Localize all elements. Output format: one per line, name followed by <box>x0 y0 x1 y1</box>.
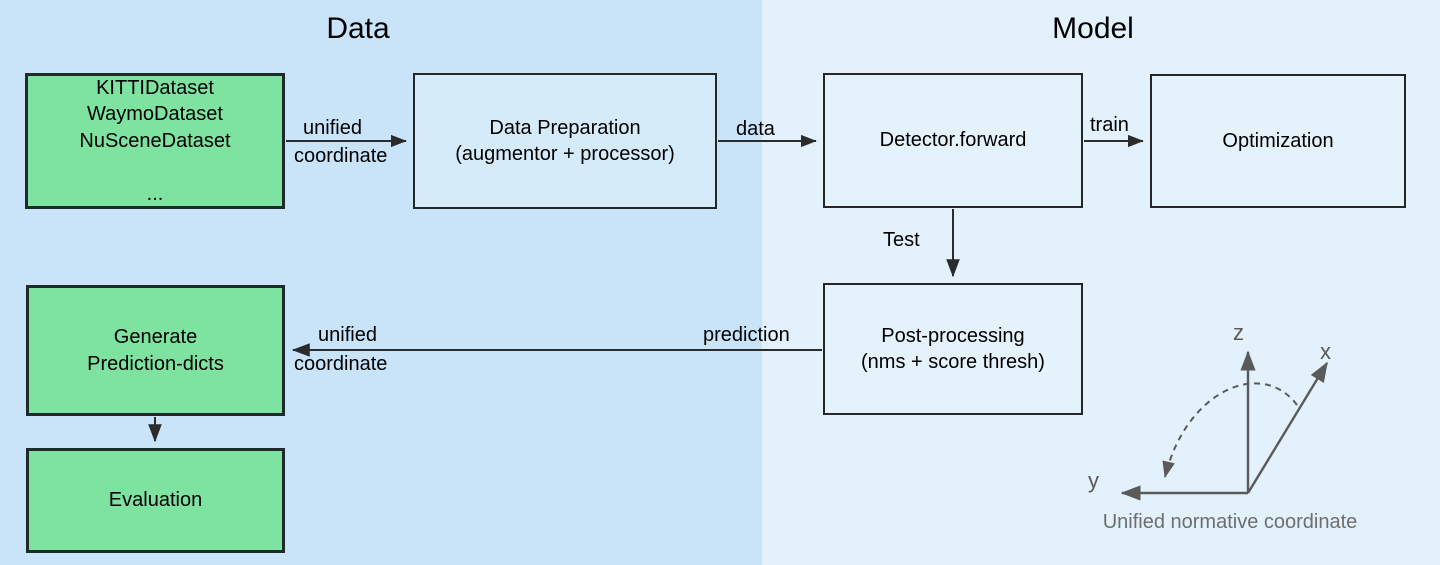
node-evaluation-label: Evaluation <box>108 489 203 512</box>
coordinate-frame-caption: Unified normative coordinate <box>1102 511 1358 533</box>
node-detector-forward[interactable]: Detector.forward <box>823 73 1083 208</box>
node-data-preparation-label: Data Preparation(augmentor + processor) <box>455 116 675 165</box>
edge-label-unified-coordinate-bottom-line2: coordinate <box>294 353 388 375</box>
edge-label-test: Test <box>883 229 920 251</box>
edge-label-unified-coordinate-top-line1: unified <box>303 117 362 139</box>
node-optimization-label: Optimization <box>1222 129 1334 152</box>
edge-label-train: train <box>1090 114 1129 136</box>
node-post-processing-label: Post-processing(nms + score thresh) <box>861 324 1045 373</box>
axis-label-y: y <box>1088 468 1099 493</box>
node-optimization[interactable]: Optimization <box>1150 74 1406 208</box>
node-evaluation[interactable]: Evaluation <box>26 448 285 553</box>
edge-label-data: data <box>736 118 775 140</box>
node-detector-forward-label: Detector.forward <box>879 129 1027 152</box>
axis-label-x: x <box>1320 339 1331 364</box>
edge-label-unified-coordinate-bottom-line1: unified <box>318 324 377 346</box>
section-title-data: Data <box>326 12 390 45</box>
node-post-processing[interactable]: Post-processing(nms + score thresh) <box>823 283 1083 415</box>
edge-label-unified-coordinate-top-line2: coordinate <box>294 145 388 167</box>
axis-label-z: z <box>1233 320 1244 345</box>
edge-label-prediction: prediction <box>703 324 790 346</box>
node-data-preparation[interactable]: Data Preparation(augmentor + processor) <box>413 73 717 209</box>
section-title-model: Model <box>1052 12 1134 45</box>
